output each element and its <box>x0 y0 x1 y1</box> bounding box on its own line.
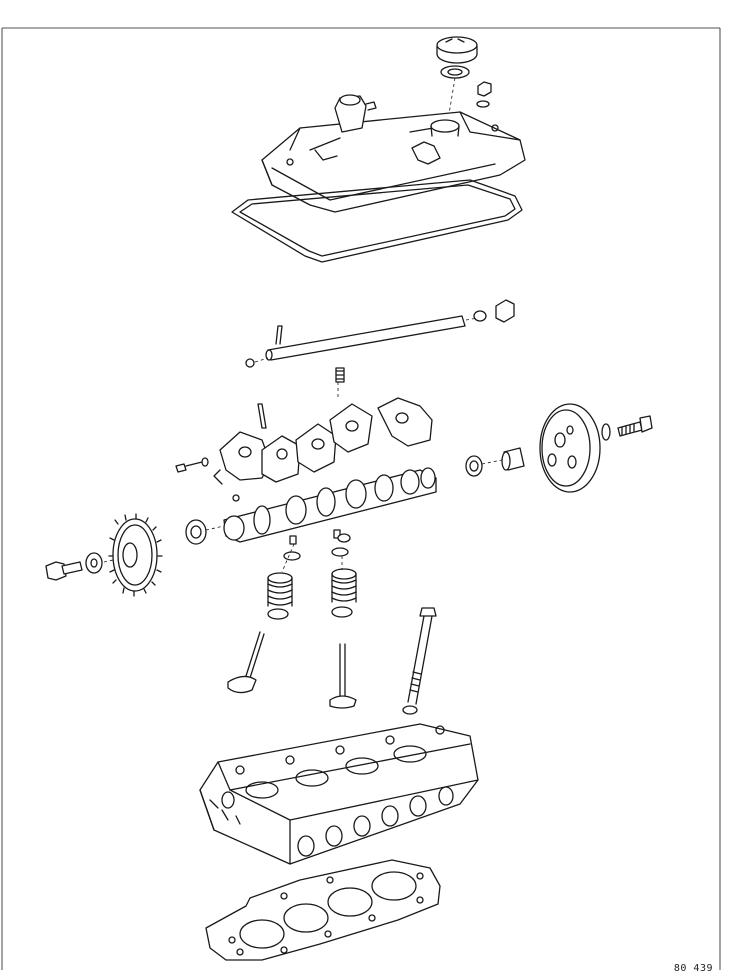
pulley-bolt <box>617 415 653 437</box>
head-bolt <box>402 607 437 715</box>
valve-spring-1 <box>267 572 293 620</box>
rocker-arm-4 <box>329 403 373 453</box>
pulley-axis <box>481 459 503 465</box>
rocker-arm-1 <box>213 431 271 485</box>
sprocket-washer <box>85 552 103 574</box>
spacer-sleeve <box>501 447 525 471</box>
seal-axis <box>205 525 225 531</box>
head-gasket <box>205 859 441 961</box>
locating-pin <box>257 403 267 429</box>
rocker-arm-2 <box>261 435 301 483</box>
camshaft-seal-left <box>185 519 207 545</box>
valve-axis-1 <box>281 543 295 573</box>
camshaft-seal-right <box>465 455 483 477</box>
valve-cover-gasket <box>231 179 523 263</box>
page-border <box>1 27 721 970</box>
rocker-ball <box>232 494 240 502</box>
rocker-arm-3 <box>295 423 337 473</box>
shaft-axis-right <box>465 317 479 321</box>
camshaft <box>223 467 437 543</box>
oil-filler-cap <box>436 36 478 64</box>
shaft-end-ball <box>245 358 255 368</box>
valve-1 <box>227 631 265 694</box>
filler-cap-seal <box>440 65 470 79</box>
camshaft-sprocket <box>108 513 163 597</box>
valve-cover <box>261 94 526 213</box>
rocker-bolt <box>175 457 209 473</box>
sprocket-bolt <box>45 561 83 581</box>
drive-pulley <box>539 403 611 493</box>
valve-collet-1 <box>283 535 301 561</box>
cap-axis-line <box>447 77 456 121</box>
rocker-spring <box>335 367 345 383</box>
valve-spring-2 <box>331 568 357 618</box>
valve-collet-2 <box>331 529 351 557</box>
rocker-shaft <box>265 315 466 361</box>
sprocket-axis <box>103 559 114 563</box>
cylinder-head <box>199 723 479 865</box>
figure-reference-code: 80 439 <box>673 963 713 974</box>
cover-nut <box>476 81 492 108</box>
rocker-pedestal <box>377 397 433 447</box>
shaft-axis-left <box>254 357 269 363</box>
valve-2 <box>329 643 357 709</box>
shaft-plug <box>473 299 515 323</box>
